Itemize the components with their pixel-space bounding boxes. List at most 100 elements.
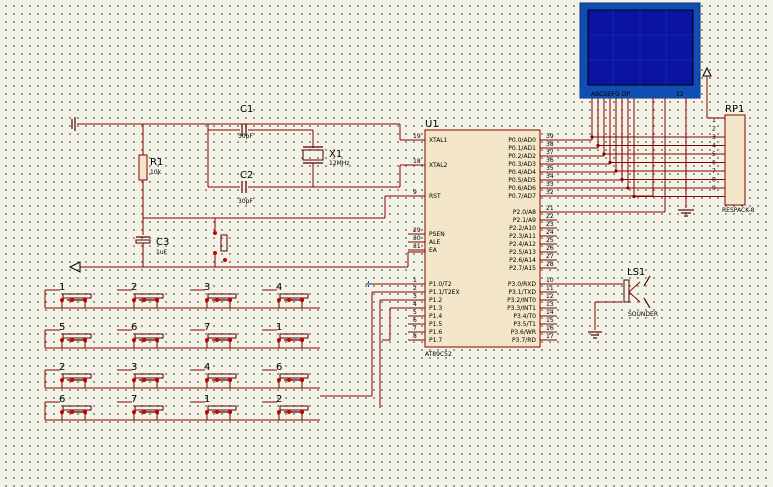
u1-pin-name: P0.1/AD1 — [508, 145, 536, 152]
u1-pin-name: P3.0/RXD — [508, 281, 536, 288]
key-label: 7 — [131, 394, 137, 405]
keypad-button[interactable]: 7 — [117, 394, 164, 420]
keypad-button[interactable]: 3 — [190, 282, 237, 308]
keypad-button[interactable]: 1 — [190, 394, 237, 420]
keypad-button[interactable]: 5 — [45, 322, 92, 348]
u1-pin-name: P2.3/A11 — [509, 233, 536, 240]
u1-pin-name: P0.4/AD4 — [508, 169, 536, 176]
u1-pin-name: P2.6/A14 — [509, 257, 536, 264]
u1-pin-name: P1.1/T2EX — [429, 289, 460, 296]
key-plunger — [279, 293, 309, 299]
keypad-wiring: ✛ — [320, 280, 408, 408]
u1-pin-num: 21 — [546, 205, 554, 212]
u1-pin-num: 16 — [546, 325, 554, 332]
u1-pin-num: 12 — [546, 293, 554, 300]
c3-ref: C3 — [156, 237, 169, 248]
keypad-button[interactable]: 2 — [262, 394, 309, 420]
keypad-button[interactable]: 3 — [117, 362, 164, 388]
u1-part: AT89C52 — [425, 351, 452, 358]
u1-pin-name: XTAL2 — [429, 162, 448, 169]
keypad-button[interactable]: 6 — [45, 394, 92, 420]
u1-pin-num: 10 — [546, 277, 554, 284]
u1-pin-name: P3.4/T0 — [513, 313, 536, 320]
keypad-button[interactable]: 7 — [190, 322, 237, 348]
u1-pin-num: 25 — [546, 237, 554, 244]
u1-pin-num: 23 — [546, 221, 554, 228]
ls1-sounder[interactable] — [557, 275, 651, 339]
u1-pin-num: 4 — [413, 301, 417, 308]
u1-pin-name: P0.2/AD2 — [508, 153, 536, 160]
key-plunger — [62, 293, 92, 299]
u1-pin-name: P1.7 — [429, 337, 442, 344]
key-terminal — [142, 378, 146, 382]
key-plunger — [207, 333, 237, 339]
u1-pin-num: 8 — [413, 333, 417, 340]
u1-pin-num: 7 — [413, 325, 417, 332]
key-terminal — [142, 338, 146, 342]
u1-pin-num: 26 — [546, 245, 554, 252]
u1-pin-name: P3.5/T1 — [513, 321, 536, 328]
u1-pin-name: P1.3 — [429, 305, 442, 312]
u1-pin-num: 5 — [413, 309, 417, 316]
u1-pin-num: 34 — [546, 173, 554, 180]
key-plunger — [134, 333, 164, 339]
key-terminal — [70, 410, 74, 414]
u1-microcontroller[interactable]: U1 AT89C52 19XTAL118XTAL29RST29PSEN30ALE… — [408, 119, 557, 358]
key-plunger — [279, 333, 309, 339]
u1-pin-name: P0.0/AD0 — [508, 137, 536, 144]
keypad-button[interactable]: 1 — [45, 282, 92, 308]
u1-pin-name: P3.1/TXD — [508, 289, 536, 296]
u1-pin-name: P2.4/A12 — [509, 241, 536, 248]
keypad-button[interactable]: 6 — [117, 322, 164, 348]
u1-pin-name: PSEN — [429, 231, 445, 238]
u1-pin-num: 14 — [546, 309, 554, 316]
u1-pin-name: ALE — [429, 239, 440, 246]
keypad-button[interactable]: 4 — [190, 362, 237, 388]
u1-pin-name: P2.2/A10 — [509, 225, 536, 232]
key-terminal — [215, 298, 219, 302]
u1-ref: U1 — [425, 119, 439, 130]
u1-pin-num: 22 — [546, 213, 554, 220]
r1-ref: R1 — [150, 157, 163, 168]
key-label: 2 — [276, 394, 282, 405]
keypad-button[interactable]: 4 — [262, 282, 309, 308]
key-label: 4 — [204, 362, 210, 373]
u1-pin-num: 32 — [546, 189, 554, 196]
u1-pin-num: 9 — [413, 189, 417, 196]
u1-pin-num: 13 — [546, 301, 554, 308]
display-digit-labels: 12 — [676, 91, 684, 98]
u1-pin-num: 36 — [546, 157, 554, 164]
key-label: 3 — [204, 282, 210, 293]
key-terminal — [70, 298, 74, 302]
key-label: 3 — [131, 362, 137, 373]
u1-pin-num: 28 — [546, 261, 554, 268]
key-terminal — [287, 410, 291, 414]
key-terminal — [215, 378, 219, 382]
key-label: 6 — [276, 362, 282, 373]
u1-pin-num: 27 — [546, 253, 554, 260]
u1-pin-num: 3 — [413, 293, 417, 300]
u1-pin-num: 1 — [413, 277, 417, 284]
keypad-button[interactable]: 2 — [45, 362, 92, 388]
c2-value: 30pF — [238, 198, 253, 205]
keypad-button[interactable]: 1 — [262, 322, 309, 348]
key-plunger — [134, 373, 164, 379]
rp1-part: RESPACK-8 — [722, 207, 755, 214]
display-module[interactable]: ABCDEFG DP 12 — [579, 2, 701, 99]
u1-pin-name: P0.3/AD3 — [508, 161, 536, 168]
junction — [608, 160, 612, 165]
keypad-button[interactable]: 2 — [117, 282, 164, 308]
u1-pin-name: XTAL1 — [429, 137, 448, 144]
u1-pin-num: 33 — [546, 181, 554, 188]
power-terminal[interactable] — [702, 66, 725, 119]
key-terminal — [142, 410, 146, 414]
rp1-pin-num: 1 — [712, 117, 716, 124]
u1-pin-name: P1.6 — [429, 329, 442, 336]
c2-ref: C2 — [240, 170, 253, 181]
keypad-button[interactable]: 6 — [262, 362, 309, 388]
rp1-ref: RP1 — [725, 104, 744, 115]
